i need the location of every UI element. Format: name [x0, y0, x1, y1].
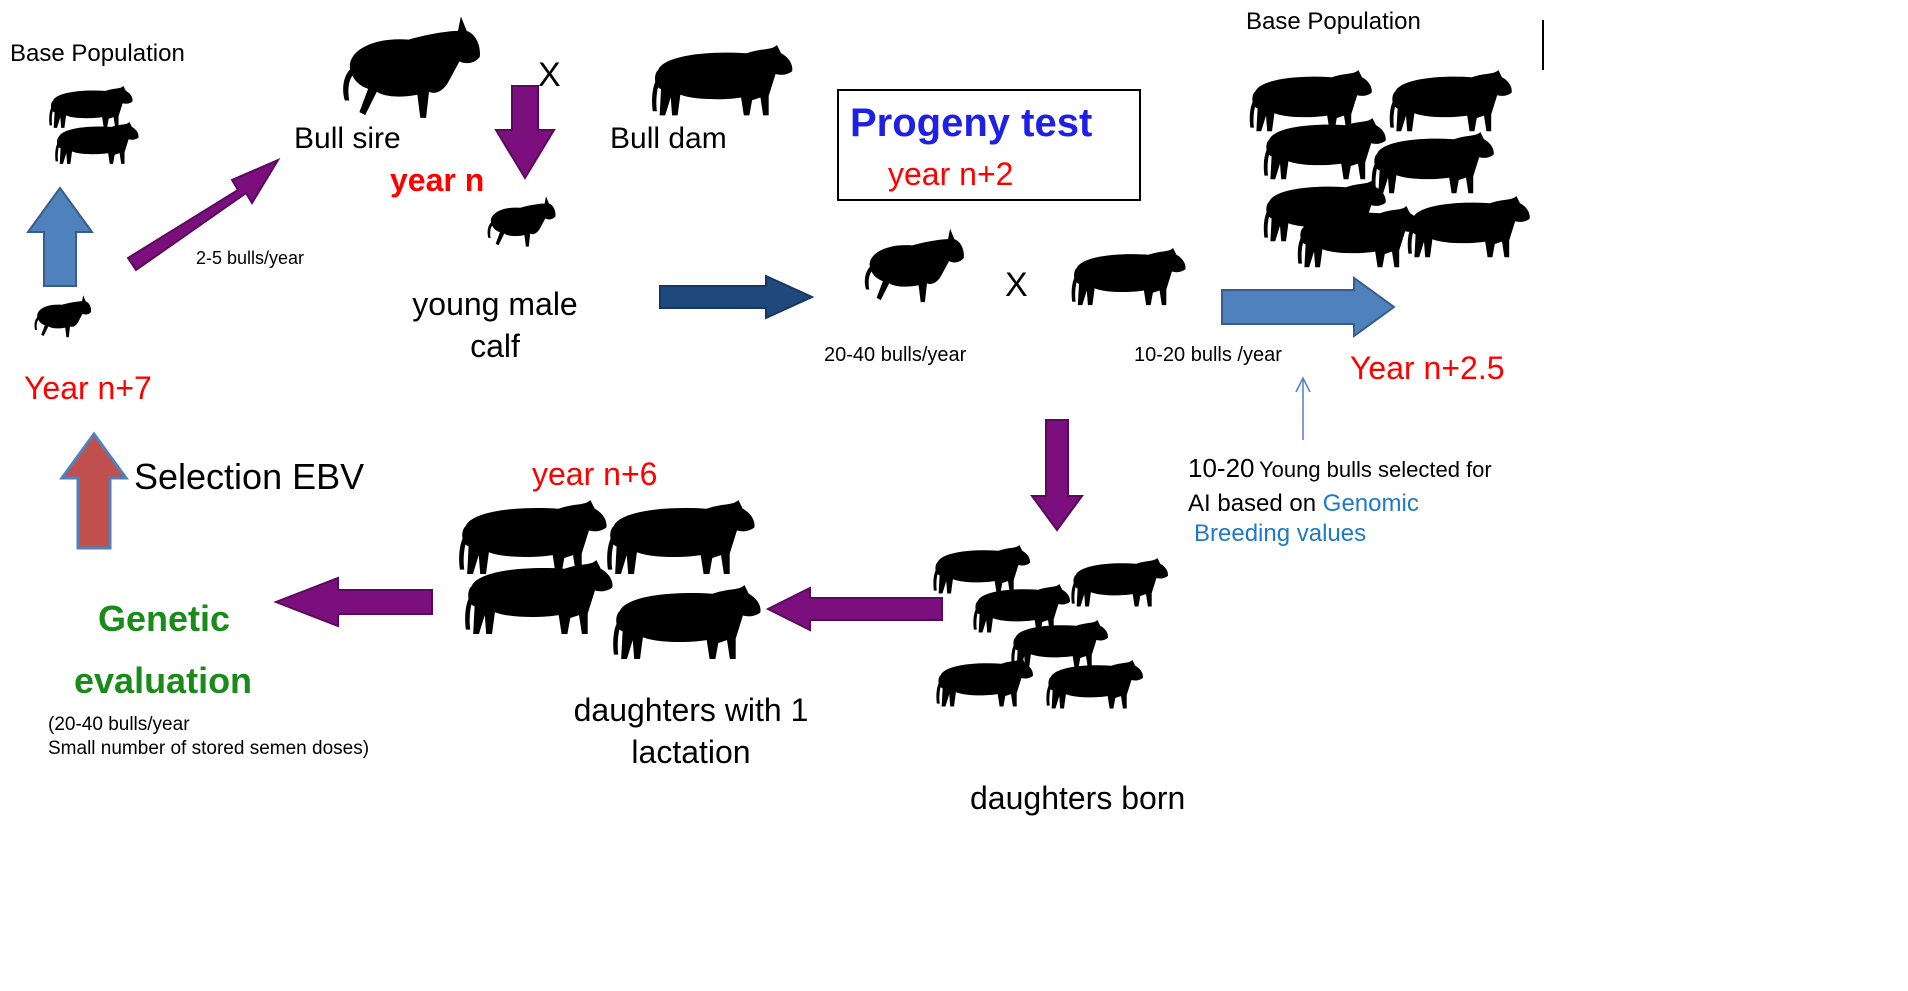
cow-herd-icon	[459, 500, 760, 659]
progeny-test-title: Progeny test	[850, 100, 1092, 146]
daughters-born-label: daughters born	[970, 780, 1185, 817]
selected-text: Young bulls selected for	[1259, 457, 1492, 482]
cow-herd-icon	[49, 86, 138, 164]
year-n2-label: year n+2	[888, 156, 1013, 193]
bull-dam-label: Bull dam	[610, 122, 727, 157]
base-population-left-label: Base Population	[10, 40, 185, 68]
base-population-right-label: Base Population	[1246, 8, 1421, 36]
bulls-2-5-label: 2-5 bulls/year	[196, 248, 304, 269]
genomic-text: Genomic	[1323, 490, 1419, 517]
evaluation-note-line-1: (20-40 bulls/year	[48, 714, 190, 736]
cow-icon	[1072, 248, 1186, 305]
cross-x-mid: X	[1005, 266, 1028, 305]
bull-sire-label: Bull sire	[294, 122, 401, 157]
cow-herd-icon	[933, 545, 1168, 708]
thin-arrow-up	[1296, 378, 1310, 440]
year-n6-label: year n+6	[532, 456, 657, 493]
arrow-down-to-daughters	[1032, 420, 1082, 530]
arrow-to-genetic-evaluation	[276, 578, 432, 626]
bull-icon	[865, 229, 964, 303]
evaluation-label: evaluation	[74, 660, 252, 701]
calf-icon	[34, 295, 91, 337]
daughters-lactation-label: daughters with 1 lactation	[566, 690, 816, 773]
young-male-calf-label: young male calf	[390, 284, 600, 367]
cow-icon	[652, 45, 792, 115]
calf-icon	[488, 196, 556, 246]
ai-based-on-line: AI based on Genomic	[1188, 490, 1419, 518]
bulls-20-40-label: 20-40 bulls/year	[824, 344, 966, 367]
young-bulls-selected-text: 10-20 Young bulls selected for	[1188, 454, 1548, 484]
year-n25-label: Year n+2.5	[1350, 350, 1505, 387]
bull-icon	[343, 16, 480, 118]
selection-ebv-label: Selection EBV	[134, 456, 364, 497]
arrow-to-base-population	[28, 188, 92, 286]
selected-count: 10-20	[1188, 454, 1255, 483]
bulls-10-20-label: 10-20 bulls /year	[1134, 344, 1282, 367]
cow-herd-icon	[1250, 70, 1530, 267]
arrow-to-daughters-lactation	[768, 588, 942, 630]
arrow-to-year-n2-5	[1222, 278, 1394, 336]
arrow-down-year-n	[496, 86, 554, 178]
year-n7-label: Year n+7	[24, 370, 152, 407]
arrow-to-progeny-test	[660, 276, 812, 318]
genetic-label: Genetic	[98, 598, 230, 639]
year-n-label: year n	[390, 162, 484, 199]
ai-based-on-text: AI based on	[1188, 490, 1316, 517]
cross-x-top: X	[538, 56, 561, 95]
breeding-values-text: Breeding values	[1194, 520, 1366, 548]
arrow-selection-ebv	[62, 434, 126, 548]
evaluation-note-line-2: Small number of stored semen doses)	[48, 738, 369, 760]
